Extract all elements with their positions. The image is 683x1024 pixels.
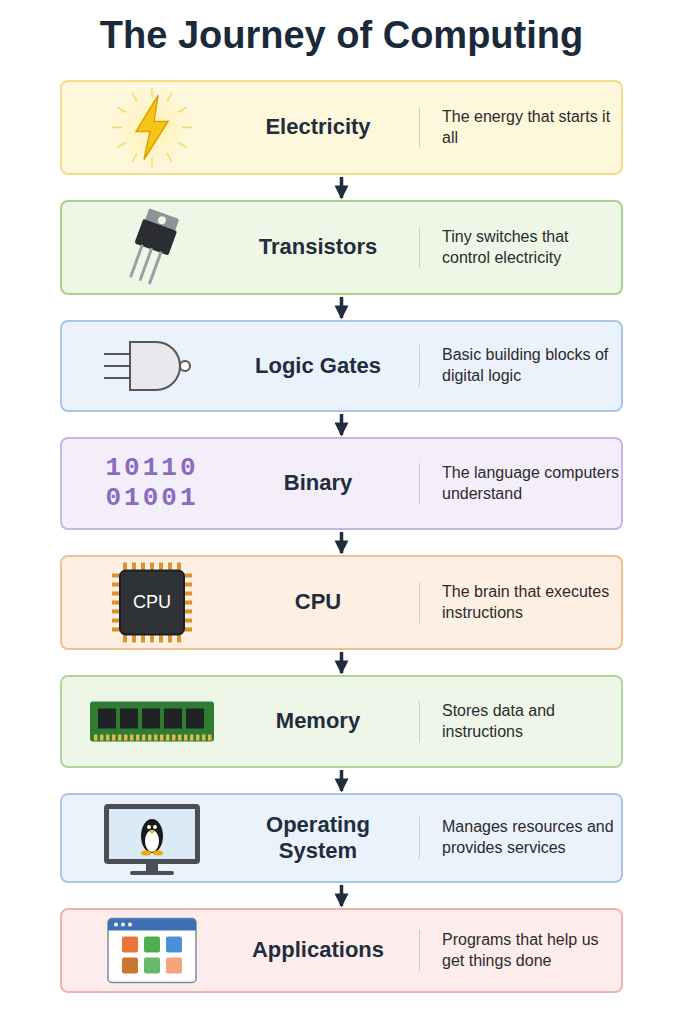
flow-arrow <box>340 414 344 435</box>
stage-name: Applications <box>240 937 396 963</box>
stage-box: Logic Gates Basic building blocks of digi… <box>60 320 623 412</box>
flow-arrow <box>340 885 344 906</box>
flow-arrow <box>340 297 344 318</box>
trans-icon <box>62 202 232 293</box>
flow-arrow <box>340 770 344 791</box>
stage-description: Tiny switches that control electricity <box>419 227 620 269</box>
bolt-icon <box>62 82 232 173</box>
stage-box: 10110 01001 Binary The language computers … <box>60 437 623 530</box>
stage-box: CPU CPU The brain that executes instructio… <box>60 555 623 650</box>
gate-icon <box>62 322 232 410</box>
stage-description: The language computers understand <box>419 463 620 505</box>
stage-name: Memory <box>240 708 396 734</box>
stage-name: Operating System <box>240 812 396 865</box>
stage-description: Stores data and instructions <box>419 701 620 743</box>
stage-description: The energy that starts it all <box>419 107 620 149</box>
os-icon <box>62 795 232 881</box>
stage-box: Memory Stores data and instructions <box>60 675 623 768</box>
flow-arrow <box>340 652 344 673</box>
stage-box: Electricity The energy that starts it all <box>60 80 623 175</box>
diagram-title: The Journey of Computing <box>10 14 673 57</box>
mem-icon <box>62 677 232 766</box>
stage-box: Applications Programs that help us get th… <box>60 908 623 993</box>
stage-name: Binary <box>240 470 396 496</box>
stage-description: Programs that help us get things done <box>419 930 620 972</box>
binary-digits: 10110 01001 <box>100 454 204 514</box>
chip-label: CPU <box>122 592 182 614</box>
stage-name: Electricity <box>240 114 396 140</box>
stage-description: Manages resources and provides services <box>419 817 620 859</box>
apps-icon <box>62 910 232 991</box>
stage-name: Logic Gates <box>240 353 396 379</box>
stage-box: Operating System Manages resources and pr… <box>60 793 623 883</box>
stage-description: The brain that executes instructions <box>419 582 620 624</box>
stage-name: CPU <box>240 589 396 615</box>
stage-name: Transistors <box>240 234 396 260</box>
flow-arrow <box>340 532 344 553</box>
stage-description: Basic building blocks of digital logic <box>419 345 620 387</box>
stage-box: Transistors Tiny switches that control el… <box>60 200 623 295</box>
flow-arrow <box>340 177 344 198</box>
